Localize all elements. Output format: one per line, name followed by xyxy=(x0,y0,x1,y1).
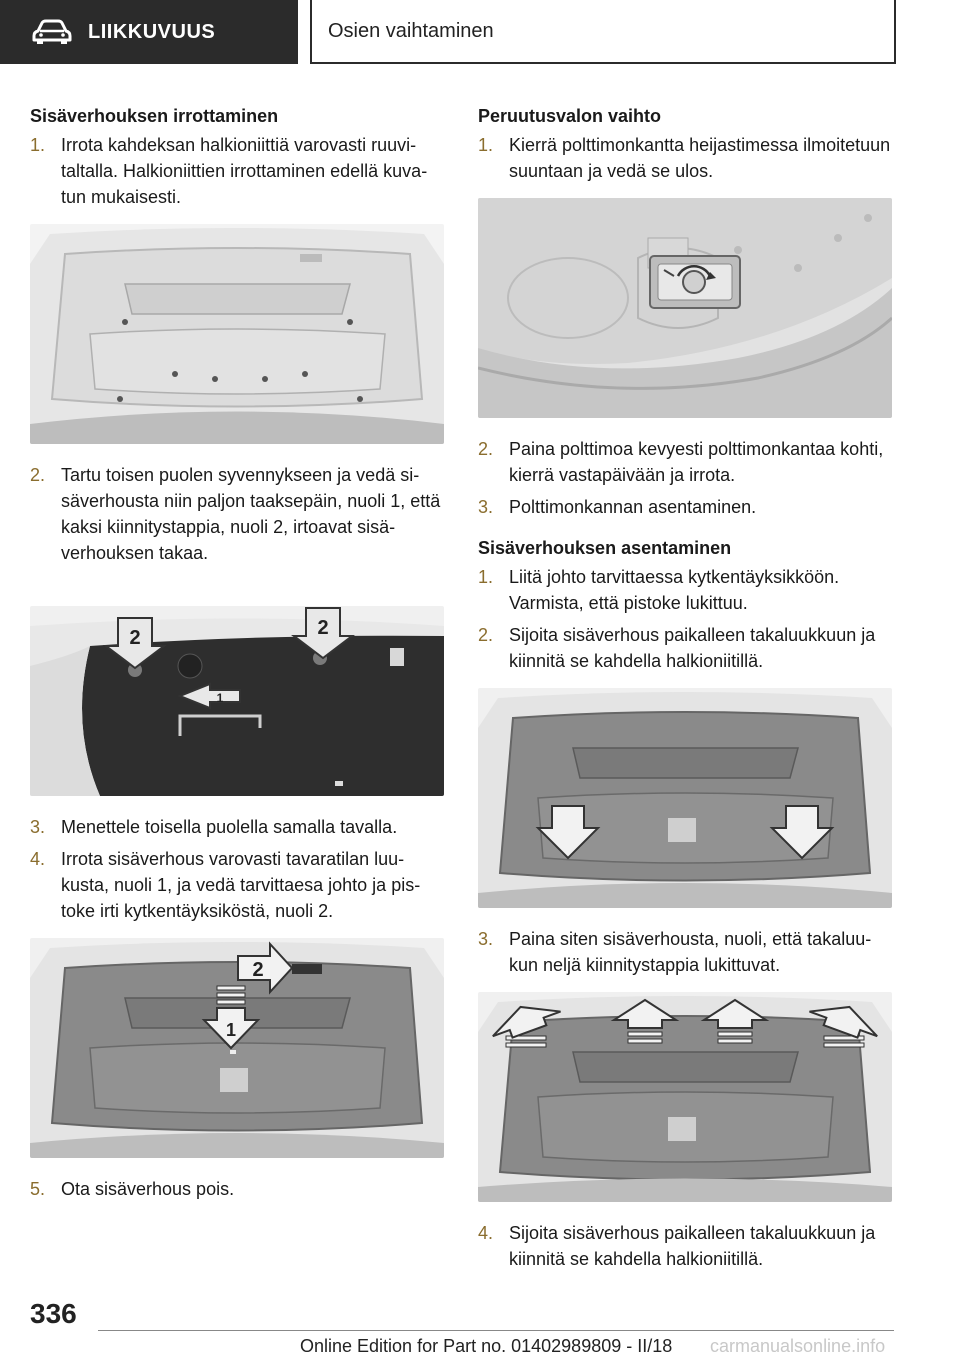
right-column: Peruutusvalon vaihto 1. Kierrä polttimon… xyxy=(478,104,893,1278)
step-number: 5. xyxy=(30,1179,46,1199)
removal-step-2: 2. Tartu toisen puolen syvennykseen ja v… xyxy=(30,462,445,566)
step-number: 1. xyxy=(478,567,494,587)
section-tab: LIIKKUVUUS xyxy=(0,0,298,64)
tailgate-figure-4 xyxy=(478,688,892,908)
bulb-socket xyxy=(649,255,741,309)
arrow-label: 2 xyxy=(317,617,328,639)
tailgate-figure-2: 2 2 1 xyxy=(30,606,444,796)
step-number: 3. xyxy=(478,929,494,949)
arrow-up-3 xyxy=(700,998,770,1044)
step-text: Irrota sisäverhous varovasti tavaratilan… xyxy=(61,849,421,921)
install-step-4: 4. Sijoita sisäverhous paikalleen takalu… xyxy=(478,1220,893,1272)
arrow-1 xyxy=(201,985,261,1050)
light-step-3: 3. Polttimonkannan asentaminen. xyxy=(478,494,893,520)
step-number: 1. xyxy=(478,135,494,155)
car-icon xyxy=(32,19,72,44)
tailgate-figure-3: 2 1 xyxy=(30,938,444,1158)
page-number: 336 xyxy=(30,1298,77,1329)
arrow-1 xyxy=(177,682,241,710)
install-step-3: 3. Paina siten sisäverhousta, nuoli, ett… xyxy=(478,926,893,978)
page-title-box: Osien vaihtaminen xyxy=(310,0,896,64)
heading-installation: Sisäverhouksen asentaminen xyxy=(478,538,732,558)
step-text: Paina siten sisäverhousta, nuoli, että t… xyxy=(509,929,872,975)
light-step-2: 2. Paina polttimoa kevyesti polttimonkan… xyxy=(478,436,893,488)
step-number: 2. xyxy=(478,439,494,459)
arrow-down-right xyxy=(769,805,835,860)
tailgate-figure-5 xyxy=(478,992,892,1202)
step-text: Sijoita sisäverhous paikalleen takaluukk… xyxy=(509,1223,876,1269)
watermark: carmanualsonline.info xyxy=(710,1336,886,1356)
arrow-label: 1 xyxy=(226,1020,236,1040)
step-number: 2. xyxy=(478,625,494,645)
step-text: Polttimonkannan asentaminen. xyxy=(509,497,757,517)
step-text: Sijoita sisäverhous paikalleen takaluukk… xyxy=(509,625,876,671)
arrow-label: 2 xyxy=(252,959,263,981)
light-step-1: 1. Kierrä polttimonkantta heijastimessa … xyxy=(478,132,893,184)
section-label: LIIKKUVUUS xyxy=(88,20,216,43)
arrow-2 xyxy=(237,941,294,995)
step-number: 4. xyxy=(478,1223,494,1243)
removal-step-4: 4. Irrota sisäverhous varovasti tavarati… xyxy=(30,846,445,924)
step-text: Paina polttimoa kevyesti polttimonkantaa… xyxy=(509,439,884,485)
page-title: Osien vaihtaminen xyxy=(328,19,494,42)
arrow-2-left xyxy=(103,617,167,670)
footer-divider xyxy=(98,1330,894,1331)
heading-reversing-light: Peruutusvalon vaihto xyxy=(478,106,662,126)
edition-text: Online Edition for Part no. 01402989809 … xyxy=(300,1336,673,1356)
install-step-1: 1. Liitä johto tarvittaessa kytkentäyksi… xyxy=(478,564,893,616)
removal-step-1: 1. Irrota kahdeksan halkioniittiä varova… xyxy=(30,132,445,210)
arrow-down-left xyxy=(535,805,601,860)
install-step-2: 2. Sijoita sisäverhous paikalleen takalu… xyxy=(478,622,893,674)
step-text: Kierrä polttimonkantta heijastimessa ilm… xyxy=(509,135,891,181)
tailgate-figure-1 xyxy=(30,224,444,444)
removal-step-3: 3. Menettele toisella puolella samalla t… xyxy=(30,814,445,840)
arrow-2-right xyxy=(291,607,355,660)
arrow-up-4 xyxy=(809,1005,878,1048)
step-number: 3. xyxy=(478,497,494,517)
arrow-label: 2 xyxy=(129,627,140,649)
step-text: Ota sisäverhous pois. xyxy=(61,1179,235,1199)
heading-removal: Sisäverhouksen irrottaminen xyxy=(30,106,279,126)
step-number: 4. xyxy=(30,849,46,869)
step-text: Menettele toisella puolella samalla tava… xyxy=(61,817,398,837)
step-text: Irrota kahdeksan halkioniittiä varovasti… xyxy=(61,135,428,207)
arrow-up-1 xyxy=(492,1005,561,1048)
arrow-up-2 xyxy=(610,998,680,1044)
arrow-label: 1 xyxy=(217,691,224,705)
removal-step-5: 5. Ota sisäverhous pois. xyxy=(30,1176,445,1202)
step-number: 1. xyxy=(30,135,46,155)
step-text: Tartu toisen puolen syvennykseen ja vedä… xyxy=(61,465,441,563)
left-column: Sisäverhouksen irrottaminen 1. Irrota ka… xyxy=(30,104,445,1208)
step-number: 2. xyxy=(30,465,46,485)
reversing-light-figure xyxy=(478,198,892,418)
step-text: Liitä johto tarvittaessa kytkentäyksikkö… xyxy=(509,567,840,613)
step-number: 3. xyxy=(30,817,46,837)
